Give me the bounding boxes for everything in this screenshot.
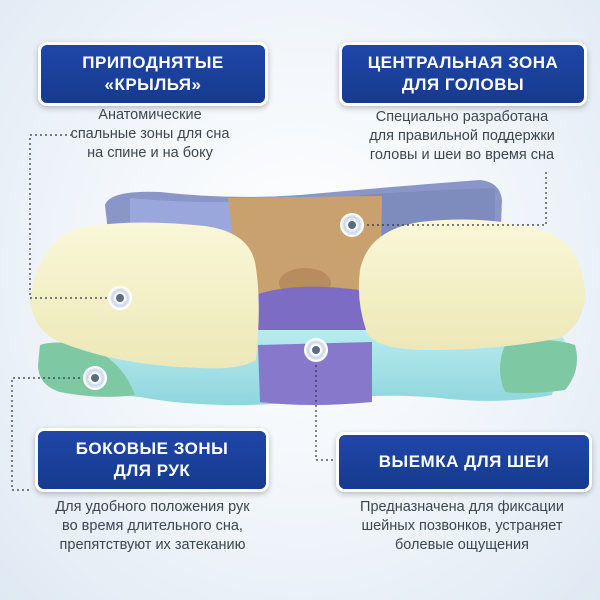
neck-desc-line2: шейных позвонков, устраняет <box>361 518 563 534</box>
leader-wings <box>29 134 118 299</box>
arms-title-badge: БОКОВЫЕ ЗОНЫ ДЛЯ РУК <box>35 428 269 492</box>
wings-title-line2: «КРЫЛЬЯ» <box>104 75 202 94</box>
arms-desc-line2: во время длительного сна, <box>62 518 243 534</box>
neck-title-line1: ВЫЕМКА ДЛЯ ШЕИ <box>378 452 550 471</box>
arms-title-line1: БОКОВЫЕ ЗОНЫ <box>75 439 229 458</box>
head-desc-line2: для правильной поддержки <box>369 128 555 144</box>
head-title-line2: ДЛЯ ГОЛОВЫ <box>401 75 525 94</box>
neck-title-badge: ВЫЕМКА ДЛЯ ШЕИ <box>336 432 592 492</box>
arms-desc-line1: Для удобного положения рук <box>55 499 250 515</box>
head-desc-line3: головы и шеи во время сна <box>369 147 555 163</box>
wings-desc-line3: на спине и на боку <box>87 145 213 161</box>
wings-desc-line2: спальные зоны для сна <box>70 126 230 142</box>
arms-desc-line3: препятствуют их затеканию <box>59 537 246 553</box>
arms-title-line2: ДЛЯ РУК <box>113 461 191 480</box>
wings-desc-line1: Анатомические <box>98 107 202 123</box>
neck-desc-line3: болевые ощущения <box>395 537 529 553</box>
pillow-neck-lower <box>258 342 372 405</box>
leader-arms <box>11 377 95 491</box>
pillow-arm-zone-right <box>500 340 578 394</box>
arms-description: Для удобного положения рук во время длит… <box>30 498 275 555</box>
leader-neck <box>315 350 336 461</box>
head-title-line1: ЦЕНТРАЛЬНАЯ ЗОНА <box>367 53 559 72</box>
target-dot-icon <box>91 374 99 382</box>
wings-description: Анатомические спальные зоны для сна на с… <box>60 106 240 163</box>
leader-head <box>352 170 547 226</box>
target-dot-icon <box>312 346 320 354</box>
head-desc-line1: Специально разработана <box>375 109 549 125</box>
head-description: Специально разработана для правильной по… <box>342 108 582 165</box>
callout-leader-lines <box>11 134 547 491</box>
target-dot-icon <box>348 221 356 229</box>
wings-title-line1: ПРИПОДНЯТЫЕ <box>82 53 224 72</box>
target-dot-icon <box>116 294 124 302</box>
head-title-badge: ЦЕНТРАЛЬНАЯ ЗОНА ДЛЯ ГОЛОВЫ <box>339 42 587 106</box>
neck-description: Предназначена для фиксации шейных позвон… <box>337 498 587 555</box>
neck-desc-line1: Предназначена для фиксации <box>360 499 564 515</box>
pillow-wing-right <box>358 219 586 350</box>
wings-title-badge: ПРИПОДНЯТЫЕ «КРЫЛЬЯ» <box>38 42 268 106</box>
pillow-wing-left <box>30 222 259 369</box>
